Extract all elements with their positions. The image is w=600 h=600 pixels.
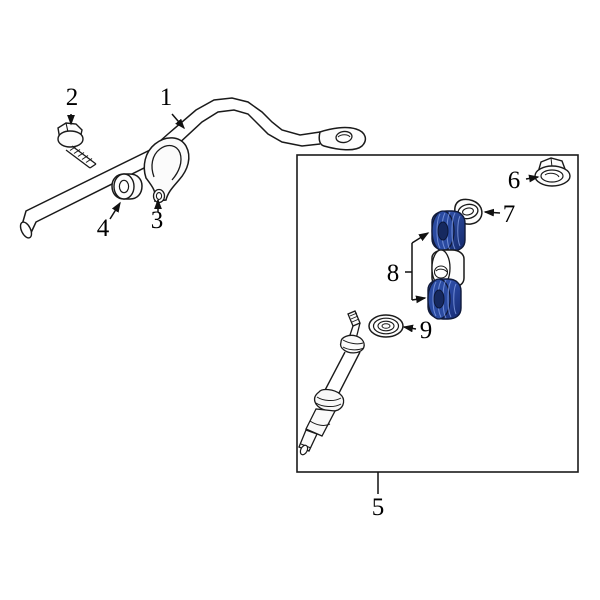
callout-label-4: 4: [97, 215, 110, 242]
link-bushing-lower: [427, 278, 462, 320]
callout-label-5: 5: [372, 494, 385, 521]
stabilizer-bar-link-assembly: [298, 310, 365, 456]
stabilizer-bar-bushing: [111, 173, 143, 200]
leader-lines: [67, 113, 540, 494]
callout-label-1: 1: [160, 84, 173, 111]
link-nut: [534, 157, 571, 187]
link-washer: [368, 314, 404, 338]
stabilizer-bar-bracket: [143, 137, 190, 204]
bracket-bolt: [57, 122, 97, 169]
callout-label-2: 2: [66, 84, 79, 111]
callout-label-7: 7: [503, 201, 516, 228]
link-spacer-sleeve: [431, 249, 465, 288]
callout-label-8: 8: [387, 260, 400, 287]
callout-label-9: 9: [420, 317, 433, 344]
callout-label-6: 6: [508, 167, 521, 194]
callout-label-3: 3: [151, 207, 164, 234]
callout-labels: 1 2 3 4 5 6 7 8 9: [66, 84, 521, 521]
link-bushing-upper: [431, 210, 466, 252]
stabilizer-link-detail-panel: [296, 154, 579, 473]
